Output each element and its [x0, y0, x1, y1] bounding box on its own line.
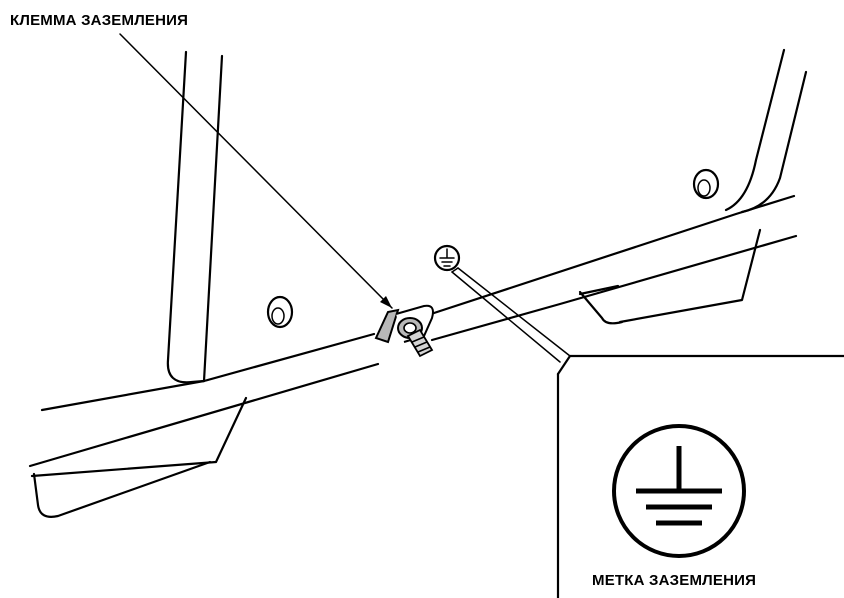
diagonal-rail	[28, 194, 798, 468]
right-support-bracket	[578, 228, 762, 325]
right-frame-leg	[724, 48, 808, 214]
ground-terminal-label: КЛЕММА ЗАЗЕМЛЕНИЯ	[10, 12, 189, 29]
ground-mark-inset	[556, 354, 844, 598]
ground-symbol-icon	[612, 424, 746, 558]
mounting-hole-right	[692, 168, 720, 200]
ground-terminal	[374, 304, 434, 358]
ground-mark-label: МЕТКА ЗАЗЕМЛЕНИЯ	[592, 572, 757, 589]
small-ground-mark	[433, 244, 461, 272]
mark-leader-line	[451, 267, 571, 363]
mounting-hole-left	[266, 295, 294, 329]
terminal-leader-line	[119, 33, 393, 309]
left-support-bracket	[30, 396, 248, 518]
left-frame-leg	[166, 50, 224, 384]
